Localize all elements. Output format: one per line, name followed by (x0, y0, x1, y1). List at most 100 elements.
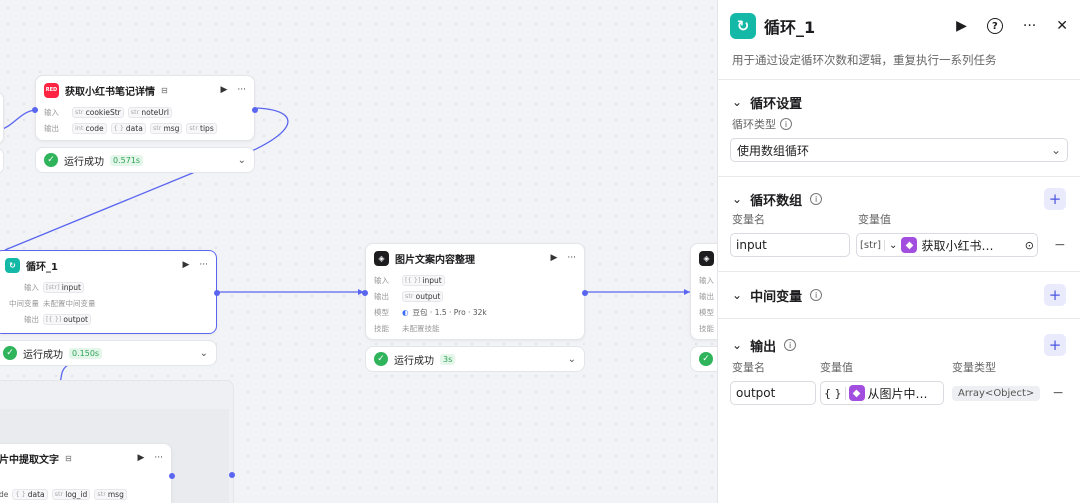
section-loop-array[interactable]: ⌄ 循环数组 i + (718, 177, 1080, 221)
remove-row-icon[interactable]: − (1052, 385, 1064, 401)
divider (718, 79, 1080, 80)
run-icon[interactable]: ▶ (182, 260, 190, 270)
info-icon[interactable]: i (810, 193, 823, 205)
more-icon[interactable]: ··· (1022, 18, 1037, 34)
more-icon[interactable]: ··· (237, 85, 246, 95)
node-img-status[interactable]: ✓ 运行成功 3s ⌄ (365, 346, 585, 372)
loop-array-col-headers: 变量名 变量值 (732, 213, 891, 226)
divider (718, 271, 1080, 272)
chevron-down-icon[interactable]: ⌄ (732, 338, 743, 352)
more-icon[interactable]: ··· (199, 260, 208, 270)
node-skill-row: 技能 未配置技能 (374, 323, 440, 333)
var-tag: { }data (110, 122, 146, 134)
loop-icon: ↻ (730, 13, 756, 39)
input-port[interactable] (362, 290, 368, 296)
chevron-down-icon[interactable]: ⌄ (237, 154, 246, 166)
panel-description: 用于通过设定循环次数和逻辑，重复执行一系列任务 (732, 53, 997, 67)
var-tag: [{ }]outpot (43, 313, 91, 325)
node-right-partial[interactable]: ◈ 输入 输出 模型 技能 (690, 243, 720, 340)
output-var-name-input[interactable]: outpot (730, 381, 816, 405)
remove-row-icon[interactable]: − (1054, 237, 1066, 253)
output-port[interactable] (169, 473, 175, 479)
node-model-row: 模型 ◐ 豆包 · 1.5 · Pro · 32k (374, 307, 487, 317)
info-icon[interactable]: i (784, 339, 797, 351)
chevron-down-icon[interactable]: ⌄ (732, 192, 743, 206)
node-loop[interactable]: ↻ 循环_1 ▶ ··· 输入 [str]input 中间变量 未配置中间变量 … (0, 250, 220, 334)
output-type-badge: Array<Object> (952, 385, 1041, 401)
node-xhs-status[interactable]: ✓ 运行成功 0.571s ⌄ (35, 147, 255, 173)
run-icon[interactable]: ▶ (956, 18, 967, 34)
time-badge: 0.571s (110, 154, 144, 166)
node-inputs-row: 输入 [{ }]input (366, 272, 584, 288)
help-icon[interactable]: ? (986, 18, 1003, 34)
time-badge: 3s (440, 353, 456, 365)
loop-body-output-port[interactable] (229, 472, 235, 478)
output-port[interactable] (214, 290, 220, 296)
add-array-button[interactable]: + (1044, 188, 1066, 210)
run-icon[interactable]: ▶ (137, 453, 145, 463)
plugin-ref-icon: ◆ (848, 385, 865, 401)
chevron-down-icon: ⌄ (1050, 143, 1061, 157)
node-inputs-row: 输入 [str]input (0, 279, 216, 295)
panel-header: ↻ 循环_1 ▶ ? ··· ✕ (718, 0, 1080, 52)
var-tag: [{ }]input (402, 274, 445, 286)
node-title: 图片文案内容整理 (395, 254, 475, 266)
output-row: outpot { } ◆ 从图片中… Array<Object> − (718, 381, 1080, 405)
add-output-button[interactable]: + (1044, 334, 1066, 356)
node-loop-status[interactable]: ✓ 运行成功 0.150s ⌄ (0, 340, 217, 366)
chevron-down-icon[interactable]: ⌄ (567, 353, 576, 365)
node-settings-panel: ↻ 循环_1 ▶ ? ··· ✕ 用于通过设定循环次数和逻辑，重复执行一系列任务… (717, 0, 1080, 503)
loop-icon: ↻ (5, 257, 20, 273)
chevron-down-icon[interactable]: ⌄ (199, 347, 208, 359)
loop-type-select[interactable]: 使用数组循环 ⌄ (730, 138, 1068, 162)
info-icon[interactable]: i (810, 289, 823, 301)
output-var-value-input[interactable]: { } ◆ 从图片中… (820, 381, 944, 405)
var-tag: [str]input (43, 281, 84, 293)
more-icon[interactable]: ··· (154, 453, 163, 463)
output-port[interactable] (582, 290, 588, 296)
target-icon[interactable]: ⊙ (1024, 238, 1034, 252)
node-title: 获取小红书笔记详情 (65, 86, 155, 98)
chevron-down-icon[interactable]: ⌄ (732, 95, 743, 109)
llm-icon: ◈ (374, 250, 389, 266)
more-icon[interactable]: ··· (567, 253, 576, 263)
run-icon[interactable]: ▶ (220, 85, 228, 95)
run-icon[interactable]: ▶ (550, 253, 558, 263)
info-icon[interactable]: i (780, 118, 792, 130)
section-loop-settings[interactable]: ⌄ 循环设置 (732, 95, 803, 112)
partial-status-left[interactable] (0, 148, 4, 174)
type-select[interactable]: [str] (860, 239, 886, 251)
section-intermediate[interactable]: ⌄ 中间变量 i + (718, 272, 1080, 318)
time-badge: 0.150s (69, 347, 103, 359)
array-var-name-input[interactable]: input (730, 233, 850, 257)
section-output[interactable]: ⌄ 输出 i + (718, 319, 1080, 371)
var-tag: { }data (12, 488, 48, 500)
check-icon: ✓ (3, 346, 17, 360)
partial-node-left[interactable] (0, 92, 4, 144)
node-right-status[interactable]: ✓ (690, 346, 720, 372)
plugin-ref-icon: ◆ (901, 237, 918, 253)
check-icon: ✓ (44, 153, 58, 167)
output-port[interactable] (252, 107, 258, 113)
input-port[interactable] (32, 107, 38, 113)
plugin-icon: ⊟ (161, 85, 168, 95)
panel-title: 循环_1 (764, 18, 816, 37)
plugin-icon: ⊟ (65, 453, 72, 463)
add-intermediate-button[interactable]: + (1044, 284, 1066, 306)
node-outputs-row: 输出 [{ }]outpot (0, 311, 216, 327)
object-type-icon: { } (824, 386, 846, 400)
chevron-down-icon[interactable]: ⌄ (732, 288, 743, 302)
close-icon[interactable]: ✕ (1056, 18, 1068, 34)
array-var-value-input[interactable]: [str] ⌄ ◆ 获取小红书… ⊙ (856, 233, 1038, 257)
